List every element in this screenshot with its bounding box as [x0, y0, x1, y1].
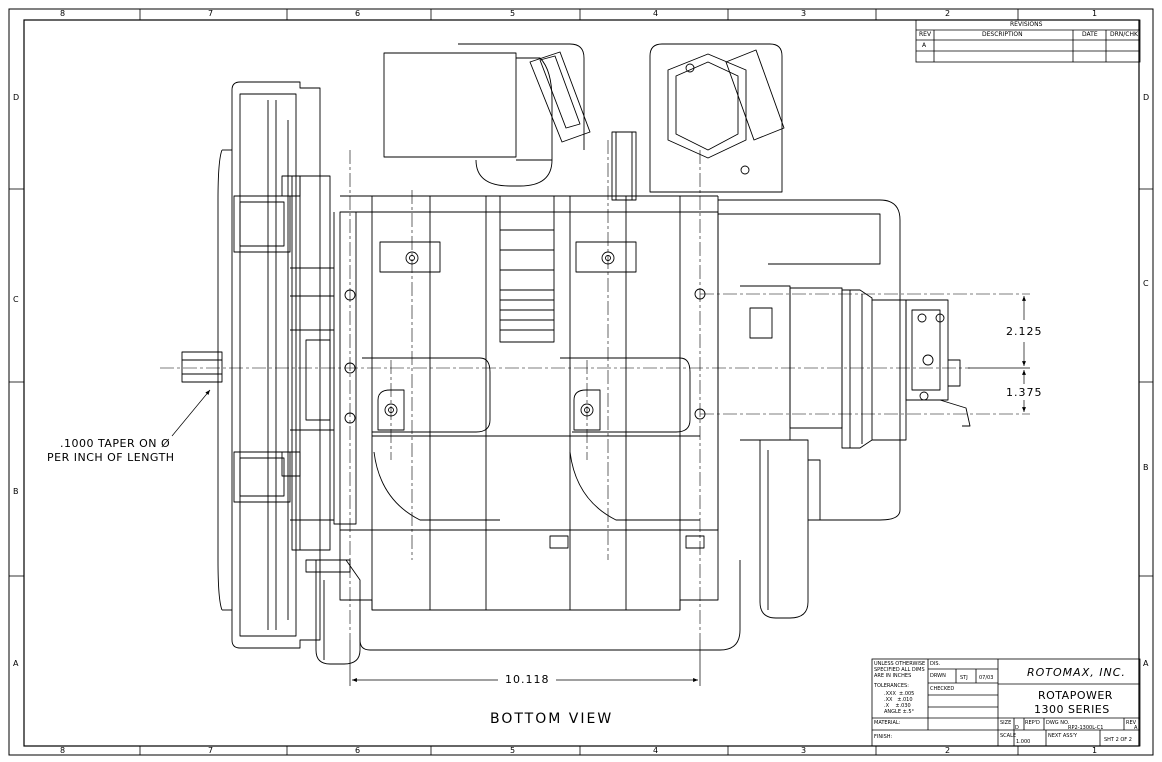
zone-col-top-5: 4 [653, 9, 659, 18]
title-block-sheet: SHT 2 OF 2 [1104, 737, 1132, 743]
zone-col-bottom-2: 7 [208, 746, 214, 755]
zone-col-bottom-5: 4 [653, 746, 659, 755]
title-block-company: ROTOMAX, INC. [1027, 666, 1126, 679]
zone-col-bottom-6: 3 [801, 746, 807, 755]
zone-col-top-3: 6 [355, 9, 361, 18]
title-block-unless: UNLESS OTHERWISE SPECIFIED ALL DIMS ARE … [874, 661, 926, 679]
zone-col-bottom-8: 1 [1092, 746, 1098, 755]
zone-col-top-8: 1 [1092, 9, 1098, 18]
title-block-dis-label: DIS. [930, 661, 941, 667]
zone-col-top-4: 5 [510, 9, 516, 18]
title-block-tolerances-label: TOLERANCES: [874, 683, 909, 689]
zone-col-bottom-3: 6 [355, 746, 361, 755]
title-block-title-line1: ROTAPOWER [1038, 689, 1113, 702]
title-block-drwn-date: 07/03 [979, 675, 994, 681]
title-block-dwg-no: RP2-1300L-C1 [1068, 725, 1104, 731]
title-block-rev: A [1134, 725, 1138, 731]
dimension-lower-offset: 1.375 [1006, 386, 1043, 399]
zone-col-bottom-1: 8 [60, 746, 66, 755]
title-block-next-assy-label: NEXT ASS'Y [1048, 733, 1078, 739]
zone-ticks [9, 9, 1153, 755]
revisions-header-drn-chk: DRN/CHK [1110, 31, 1138, 38]
zone-row-right-b: B [1143, 463, 1149, 472]
title-block-rev-label: REV [1126, 720, 1137, 726]
view-label: BOTTOM VIEW [490, 711, 614, 727]
taper-note-line1: .1000 TAPER ON Ø [60, 437, 171, 450]
zone-col-bottom-4: 5 [510, 746, 516, 755]
revisions-header-rev: REV [919, 31, 932, 38]
zone-col-top-1: 8 [60, 9, 66, 18]
title-block-drwn-by: STJ [960, 675, 968, 681]
dimension-lines [171, 296, 1030, 686]
dimension-overall-width: 10.118 [505, 673, 550, 686]
title-block-checked-label: CHECKED [930, 686, 955, 692]
title-block-scale-label: SCALE [1000, 733, 1017, 739]
zone-row-right-c: C [1143, 279, 1149, 288]
zone-row-left-b: B [13, 487, 19, 496]
title-block-title-line2: 1300 SERIES [1034, 703, 1110, 716]
title-block-frame [871, 658, 1141, 747]
title-block-size-label: SIZE [1000, 720, 1012, 726]
zone-row-right-a: A [1143, 659, 1149, 668]
title-block-repd-label: REP'D [1025, 720, 1040, 726]
revision-table [915, 19, 1141, 63]
title-block-drwn-label: DRWN [930, 673, 946, 679]
revisions-header-description: DESCRIPTION [982, 31, 1023, 38]
zone-row-right-d: D [1143, 93, 1150, 102]
zone-col-bottom-7: 2 [945, 746, 951, 755]
taper-note-line2: PER INCH OF LENGTH [47, 451, 175, 464]
zone-row-left-c: C [13, 295, 19, 304]
revisions-header-date: DATE [1082, 31, 1098, 38]
sheet-border [8, 8, 1154, 756]
title-block-size: D [1015, 725, 1019, 731]
centerlines [160, 140, 1030, 640]
title-block-dwg-no-label: DWG NO. [1046, 720, 1070, 726]
revisions-title: REVISIONS [1010, 21, 1043, 28]
zone-col-top-7: 2 [945, 9, 951, 18]
revisions-row-rev: A [922, 42, 927, 49]
zone-col-top-2: 7 [208, 9, 214, 18]
engine-bottom-view [181, 43, 971, 665]
title-block-scale: 1.000 [1016, 739, 1031, 745]
zone-col-top-6: 3 [801, 9, 807, 18]
title-block-material-label: MATERIAL: [874, 720, 901, 726]
dimension-upper-offset: 2.125 [1006, 325, 1043, 338]
zone-row-left-a: A [13, 659, 19, 668]
title-block-tolerances: .XXX ±.005 .XX ±.010 .X ±.030 ANGLE ±.5° [884, 691, 915, 715]
zone-row-left-d: D [13, 93, 20, 102]
title-block-finish-label: FINISH: [874, 734, 893, 740]
